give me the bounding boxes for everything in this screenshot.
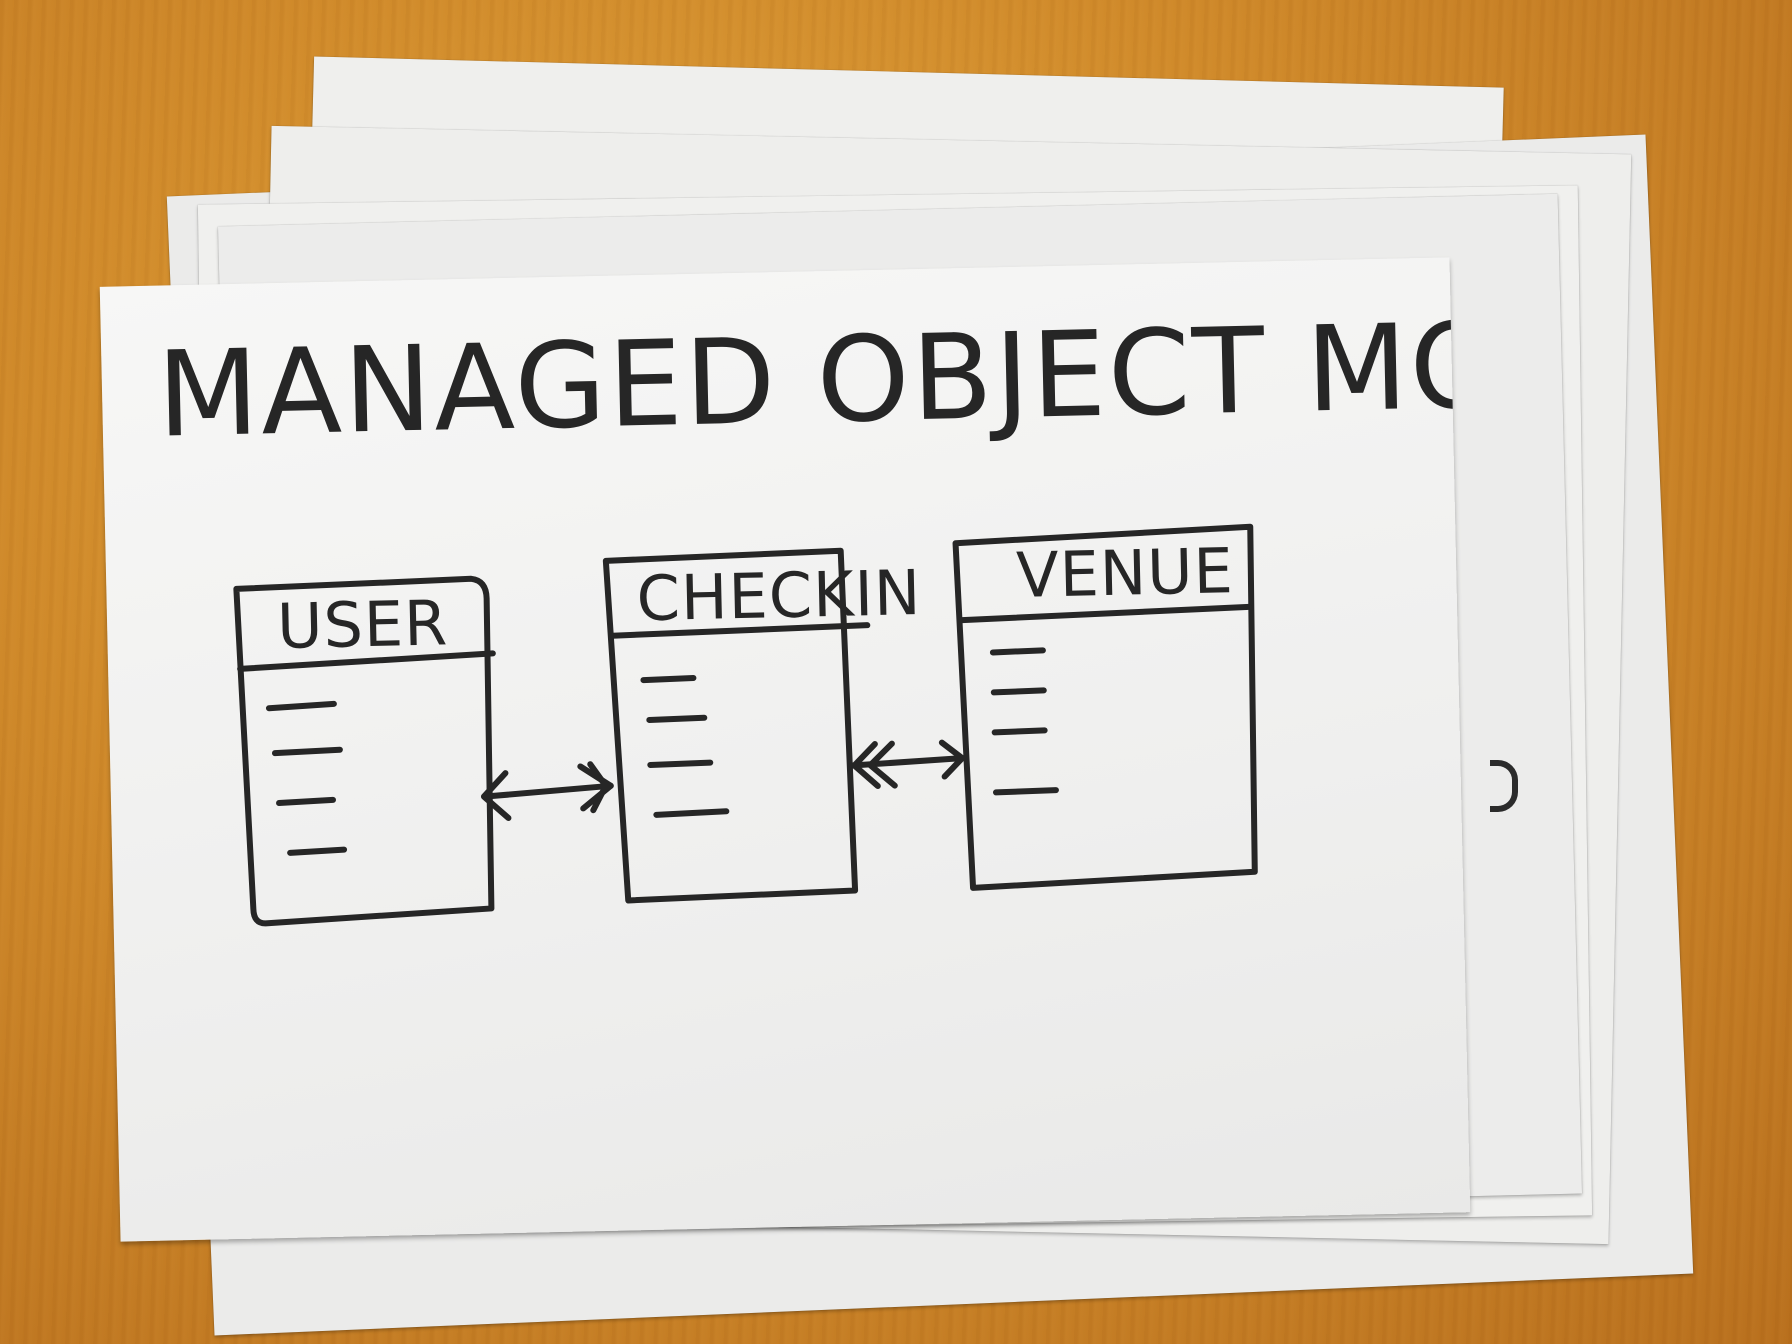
entity-user: USER xyxy=(233,575,496,927)
attribute-line xyxy=(287,846,348,856)
front-index-card: MANAGED OBJECT MODEL USER CHECKIN xyxy=(99,257,1471,1242)
to-many-arrowhead xyxy=(867,740,898,789)
entity-checkin-attributes xyxy=(640,674,730,818)
entity-user-attributes xyxy=(265,700,348,856)
diagram-canvas: MANAGED OBJECT MODEL USER CHECKIN xyxy=(156,291,1471,927)
entity-venue-box xyxy=(952,523,1258,891)
to-many-arrowhead xyxy=(577,763,614,812)
entity-venue: VENUE xyxy=(952,523,1258,891)
relationship-line xyxy=(482,782,614,800)
to-one-arrowhead xyxy=(480,770,512,822)
to-many-arrowhead xyxy=(587,761,609,814)
attribute-line xyxy=(271,746,343,757)
attribute-line xyxy=(647,759,714,768)
entity-checkin-name: CHECKIN xyxy=(636,556,922,635)
entity-checkin-box xyxy=(602,547,859,904)
to-one-arrowhead xyxy=(938,739,966,780)
entity-checkin-divider xyxy=(609,622,871,639)
diagram-title: MANAGED OBJECT MODEL xyxy=(156,291,1471,464)
back-card-ink-mark xyxy=(1490,760,1518,812)
relationship-user-checkin xyxy=(480,761,614,822)
relationship-checkin-venue xyxy=(849,739,966,789)
attribute-line xyxy=(990,687,1047,696)
attribute-line xyxy=(992,787,1059,796)
attribute-line xyxy=(989,647,1046,656)
entity-checkin: CHECKIN xyxy=(602,547,922,904)
entity-user-box xyxy=(233,575,495,927)
to-many-arrowhead xyxy=(851,741,881,789)
entity-user-divider xyxy=(237,650,496,672)
attribute-line xyxy=(991,727,1048,736)
entity-venue-divider xyxy=(959,603,1252,624)
attribute-line xyxy=(646,714,708,723)
entity-user-name: USER xyxy=(276,586,449,663)
attribute-line xyxy=(640,674,697,684)
attribute-line xyxy=(653,808,730,818)
attribute-line xyxy=(276,796,336,807)
attribute-line xyxy=(265,700,337,712)
entity-venue-name: VENUE xyxy=(1015,534,1234,612)
entity-venue-attributes xyxy=(989,647,1059,796)
